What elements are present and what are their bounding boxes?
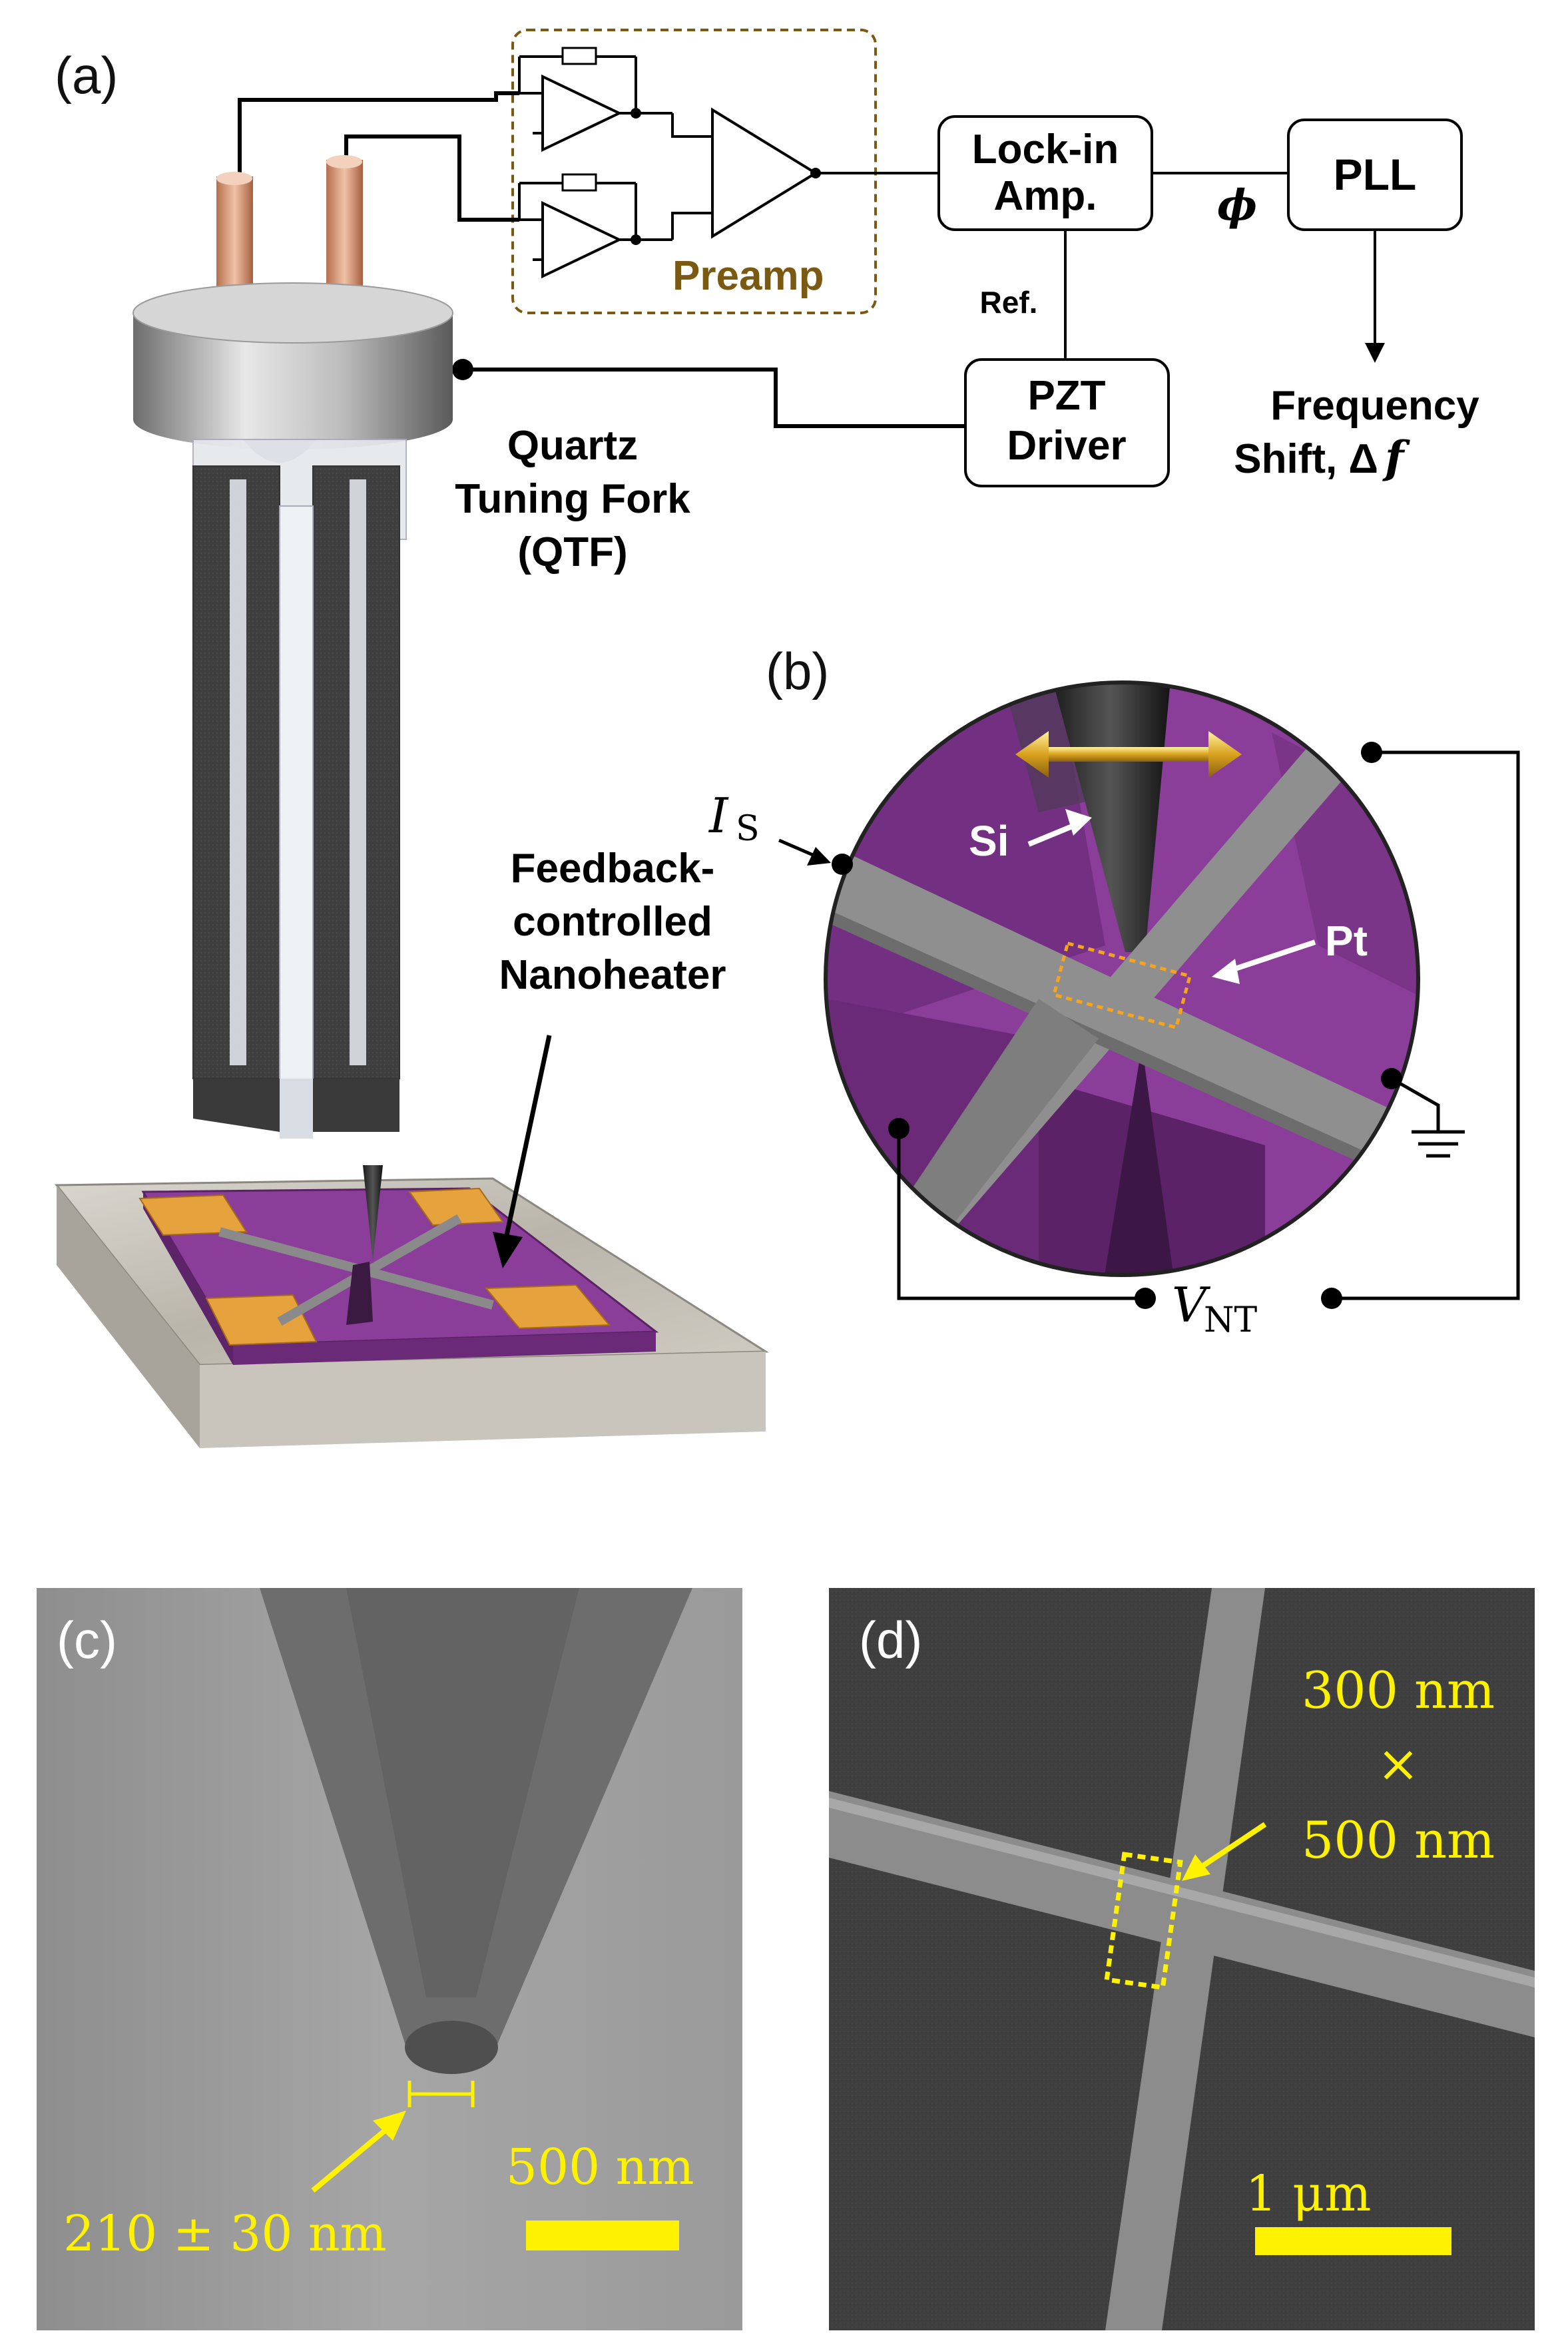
tip-width-marker xyxy=(407,2081,475,2107)
pzt-label-2: Driver xyxy=(1007,423,1126,469)
frequency-symbol: f xyxy=(1382,431,1410,483)
scale-label-d: 1 μm xyxy=(1246,2165,1372,2222)
is-label: I xyxy=(708,788,729,844)
dim-label-2: × xyxy=(1377,1734,1420,1793)
si-label: Si xyxy=(969,817,1009,865)
pin-wires xyxy=(238,91,519,222)
oscillation-arrow xyxy=(1015,731,1242,778)
panel-b-label: (b) xyxy=(766,642,829,700)
pt-label: Pt xyxy=(1325,917,1368,965)
frequency-label-2: Shift, Δ xyxy=(1234,436,1378,482)
panel-c-label: (c) xyxy=(57,1611,117,1669)
heater-arrow xyxy=(503,1035,552,1239)
ref-label: Ref. xyxy=(980,285,1038,320)
qtf-holder xyxy=(132,155,453,463)
qtf-label-3: (QTF) xyxy=(517,529,627,575)
panel-d-label: (d) xyxy=(859,1611,922,1669)
pzt-wire xyxy=(463,368,965,428)
scale-bar-d xyxy=(1255,2227,1451,2255)
lockin-label-2: Amp. xyxy=(994,173,1097,219)
node-is xyxy=(832,854,853,875)
pzt-driver-box xyxy=(964,358,1170,487)
nanoheater-closeup xyxy=(826,682,1418,1275)
scale-bar-c xyxy=(526,2220,679,2250)
phi-label: ϕ xyxy=(1217,180,1257,230)
panel-b-wires xyxy=(897,750,1520,1300)
heater-region-arrow xyxy=(1193,1822,1267,1874)
heater-label-2: controlled xyxy=(513,899,712,945)
si-tip-3d xyxy=(363,1165,383,1262)
tip-width-label: 210 ± 30 nm xyxy=(63,2205,387,2262)
sem-image-c xyxy=(37,1588,742,2330)
tip-width-arrow xyxy=(311,2121,395,2193)
preamp-box xyxy=(511,29,877,314)
nanoheater-chip xyxy=(138,1187,611,1346)
heater-label-3: Nanoheater xyxy=(499,952,726,998)
heater-zone-box xyxy=(1051,941,1192,1030)
preamp-label: Preamp xyxy=(672,253,824,299)
vnt-subscript: NT xyxy=(1204,1300,1258,1340)
sem-image-d xyxy=(829,1588,1535,2330)
pzt-label-1: PZT xyxy=(1027,373,1105,419)
heater-label-1: Feedback- xyxy=(511,846,715,892)
opamp-1 xyxy=(518,47,672,152)
qtf-label-2: Tuning Fork xyxy=(455,476,690,522)
qtf-fork xyxy=(192,439,407,1139)
dim-label-3: 500 nm xyxy=(1302,1810,1495,1870)
is-subscript: S xyxy=(736,809,760,849)
qtf-label-1: Quartz xyxy=(507,423,638,469)
frequency-label-1: Frequency xyxy=(1270,383,1479,429)
lockin-label-1: Lock-in xyxy=(972,127,1119,172)
closeup-circle xyxy=(824,680,1420,1277)
pt-arrow xyxy=(1224,939,1316,975)
pll-label: PLL xyxy=(1334,150,1417,199)
heater-region-box xyxy=(1104,1852,1183,1991)
panel-a-label: (a) xyxy=(55,46,118,105)
vnt-label: V xyxy=(1172,1277,1211,1333)
pzt-node xyxy=(452,359,473,380)
dim-label-1: 300 nm xyxy=(1302,1661,1495,1720)
opamp-2 xyxy=(518,173,672,279)
scale-label-c: 500 nm xyxy=(506,2139,694,2196)
diff-amp xyxy=(671,107,939,240)
